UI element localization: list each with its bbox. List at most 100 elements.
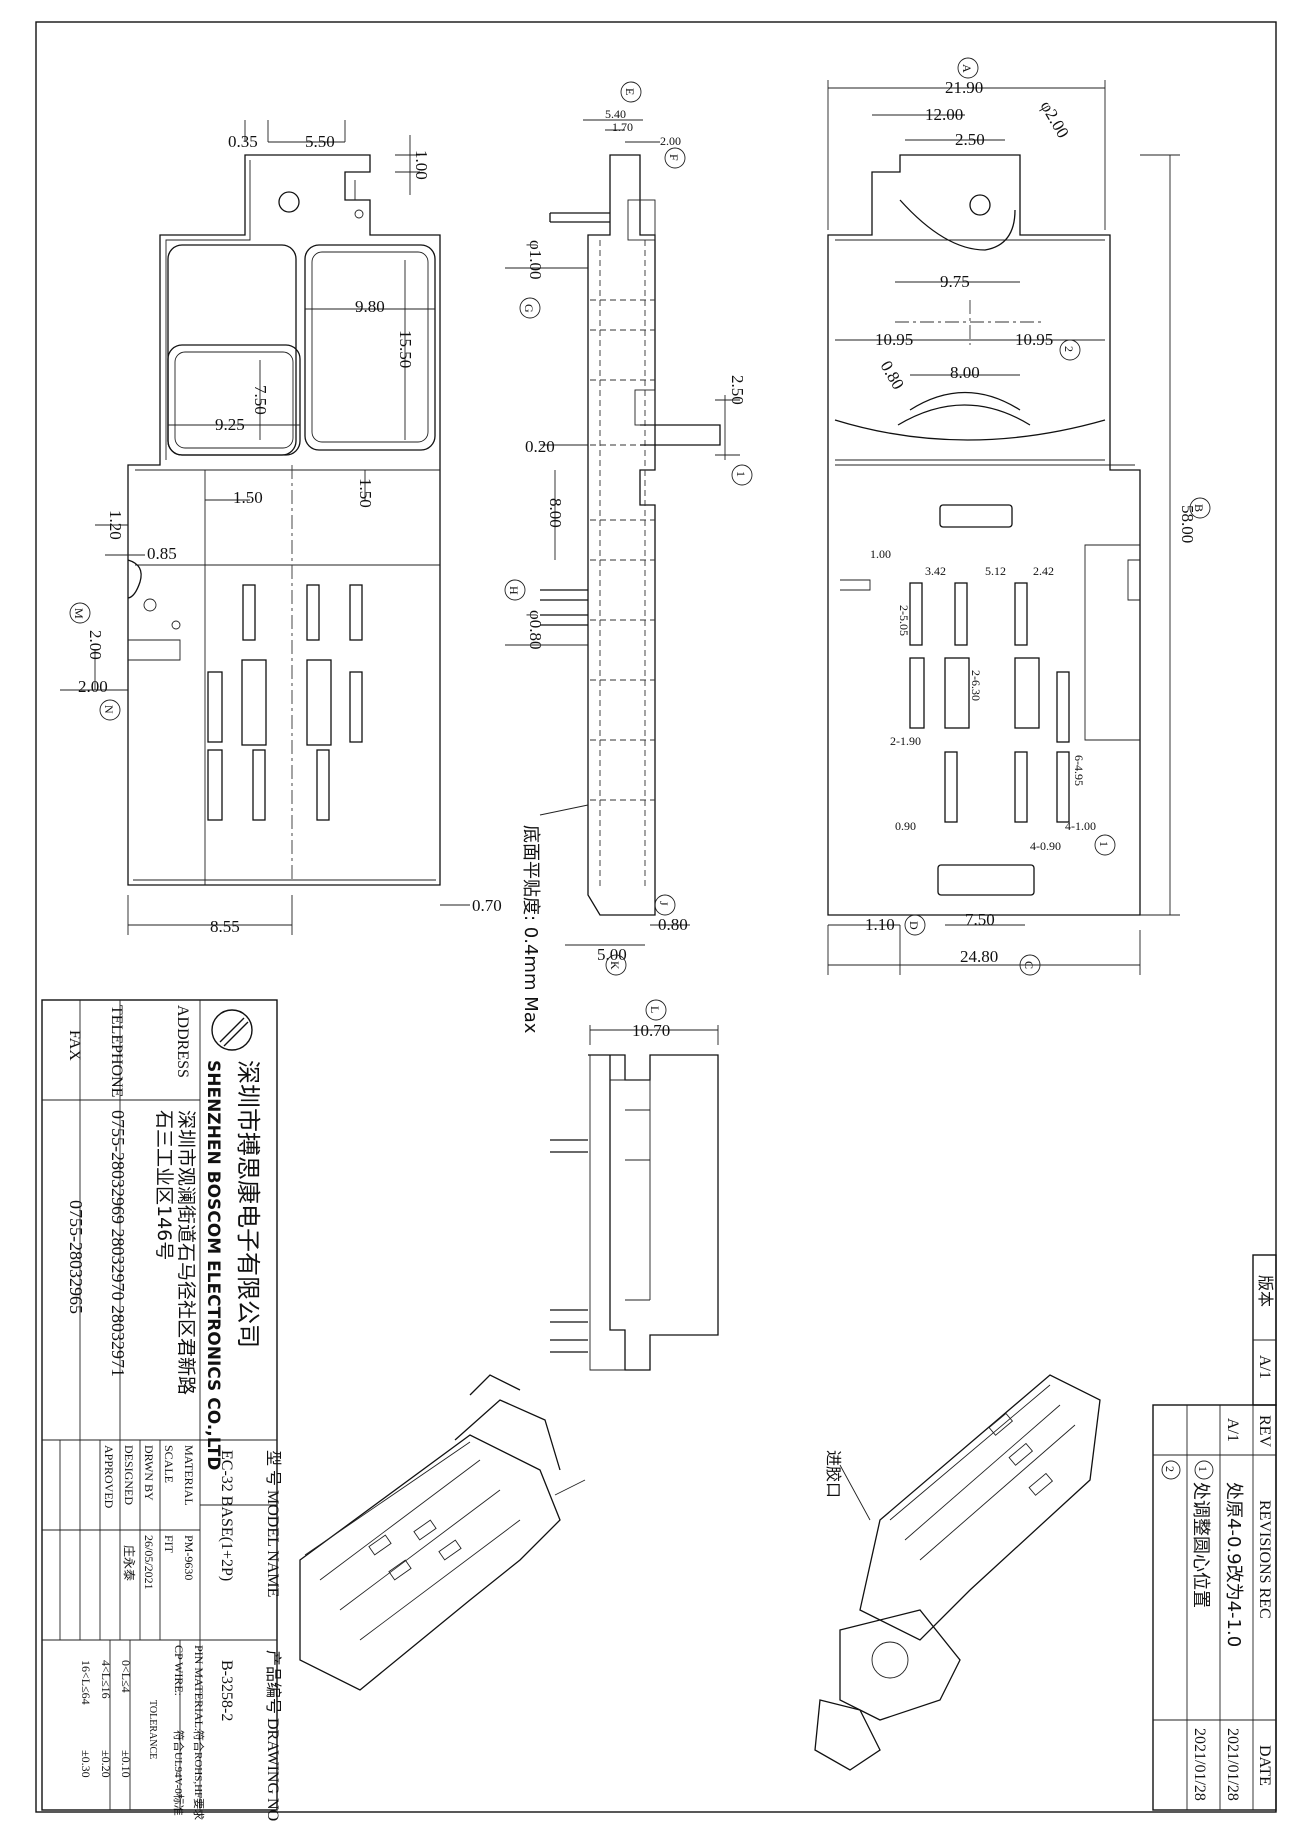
dim-2.42: 2.42 bbox=[1033, 564, 1054, 578]
balloon-K: K bbox=[608, 961, 622, 970]
side-outline bbox=[587, 154, 656, 916]
dim-10.70: 10.70 bbox=[632, 1021, 670, 1040]
hole-circle bbox=[278, 191, 300, 213]
dim-9.75: 9.75 bbox=[940, 272, 970, 291]
balloon-1-back: 1 bbox=[1097, 841, 1111, 847]
model-name-value: EC-32 BASE(1+2P) bbox=[218, 1450, 235, 1581]
dim-8.00-side: 8.00 bbox=[546, 498, 565, 528]
tol-value-3: ±0.30 bbox=[79, 1750, 93, 1778]
dim-7.50-back: 7.50 bbox=[965, 910, 995, 929]
company-logo bbox=[211, 1009, 253, 1051]
dim-5.50: 5.50 bbox=[305, 132, 335, 151]
dim-2-1.90: 2-1.90 bbox=[890, 734, 921, 748]
side-pins-low bbox=[540, 589, 588, 626]
material-label: MATERIAL bbox=[182, 1445, 196, 1506]
revision-block: 版本 A/1 REV REVISIONS REC DATE A/1 1 处原4-… bbox=[1152, 1254, 1277, 1811]
dim-1.20: 1.20 bbox=[106, 510, 125, 540]
dim-2-5.05: 2-5.05 bbox=[897, 605, 911, 636]
rev-row1-balloon: 1 bbox=[1196, 1466, 1210, 1472]
dim-phi2.00: φ2.00 bbox=[1037, 98, 1073, 142]
dim-7.50: 7.50 bbox=[251, 385, 270, 415]
dim-5.00: 5.00 bbox=[597, 945, 627, 964]
dim-0.85: 0.85 bbox=[147, 544, 177, 563]
rev-row1-date: 2021/01/28 bbox=[1224, 1728, 1241, 1801]
balloon-G: G bbox=[522, 304, 536, 313]
iso-view-right: 进胶口 bbox=[814, 1374, 1101, 1771]
dim-0.20: 0.20 bbox=[525, 437, 555, 456]
balloon-A: A bbox=[960, 64, 974, 73]
date-label: DATE bbox=[1256, 1745, 1273, 1786]
address-line2: 石三工业区146号 bbox=[153, 1110, 175, 1260]
dim-1.50-b: 1.50 bbox=[356, 478, 375, 508]
designed-label: DESIGNED bbox=[122, 1445, 136, 1505]
dim-1.50-a: 1.50 bbox=[233, 488, 263, 507]
scale-label: SCALE bbox=[162, 1445, 176, 1483]
side-pin-top bbox=[549, 212, 610, 223]
dim-10.95-a: 10.95 bbox=[875, 330, 913, 349]
dim-2.00-side: 2.00 bbox=[660, 134, 681, 148]
drwn-label: DRWN BY bbox=[142, 1445, 156, 1501]
dim-5.40: 5.40 bbox=[605, 107, 626, 121]
balloon-F: F bbox=[667, 154, 681, 161]
balloon-J: J bbox=[657, 901, 671, 906]
balloon-N: N bbox=[102, 705, 116, 714]
tol-value-2: ±0.20 bbox=[99, 1750, 113, 1778]
dim-phi1.00: φ1.00 bbox=[526, 240, 545, 280]
rev-row1-desc: 处原4-0.9改为4-1.0 bbox=[1223, 1482, 1244, 1647]
company-name-en: SHENZHEN BOSCOM ELECTRONICS CO.,LTD bbox=[203, 1060, 223, 1470]
gate-note: 进胶口 bbox=[824, 1450, 843, 1498]
side-pin-mid bbox=[640, 424, 721, 446]
telephone-label: TELEPHONE bbox=[108, 1005, 125, 1097]
telephone-value: 0755-28032969 28032970 28032971 bbox=[108, 1110, 128, 1377]
material-value: PM-9630 bbox=[182, 1535, 196, 1580]
dim-12.00: 12.00 bbox=[925, 105, 963, 124]
drawing-border bbox=[35, 21, 1277, 1813]
dim-5.12: 5.12 bbox=[985, 564, 1006, 578]
dim-4-0.90: 4-0.90 bbox=[1030, 839, 1061, 853]
back-slots bbox=[909, 582, 1070, 823]
back-cradle bbox=[899, 199, 1016, 251]
scale-value: FIT bbox=[162, 1535, 176, 1554]
drawing-no-value: B-3258-2 bbox=[218, 1660, 235, 1721]
dim-6-4.95: 6-4.95 bbox=[1072, 755, 1086, 786]
bottom-pins bbox=[550, 1139, 588, 1353]
rev-header: REVISIONS REC bbox=[1256, 1500, 1273, 1619]
dim-0.90: 0.90 bbox=[895, 819, 916, 833]
cp-wire-value: 符合UL94V-0标准 bbox=[172, 1730, 186, 1816]
approved-label: APPROVED bbox=[102, 1445, 116, 1509]
rev-label: REV bbox=[1256, 1415, 1273, 1447]
cp-wire-label: CP WIRE: bbox=[172, 1645, 186, 1696]
dim-0.80-side: 0.80 bbox=[658, 915, 688, 934]
bottom-outline bbox=[588, 1054, 719, 1371]
dim-1.70: 1.70 bbox=[612, 120, 633, 134]
balloon-H: H bbox=[507, 586, 521, 595]
rev-row1-rev: A/1 bbox=[1224, 1418, 1241, 1442]
address-label: ADDRESS bbox=[174, 1005, 191, 1078]
dim-2.00-a: 2.00 bbox=[86, 630, 105, 660]
company-name-cn: 深圳市搏思康电子有限公司 bbox=[234, 1060, 262, 1348]
rev-row2-desc: 处调整圆心位置 bbox=[1190, 1482, 1211, 1608]
fax-label: FAX bbox=[66, 1030, 83, 1061]
back-hole bbox=[969, 194, 991, 216]
pin-material-value: 符合ROHS,HF要求 bbox=[192, 1730, 206, 1820]
flatness-note: 底面平贴度: 0.4mm Max bbox=[520, 825, 541, 1034]
pocket-right bbox=[304, 244, 436, 451]
rev-row2-date: 2021/01/28 bbox=[1191, 1728, 1208, 1801]
back-top-window bbox=[939, 504, 1013, 528]
dim-2.50-side: 2.50 bbox=[728, 375, 747, 405]
bottom-view: 10.70 L bbox=[550, 999, 719, 1371]
designed-value: 庄永泰 bbox=[122, 1545, 137, 1581]
tol-range-3: 16<L≤64 bbox=[79, 1660, 93, 1705]
dim-2.50-back: 2.50 bbox=[955, 130, 985, 149]
dim-phi0.80: φ0.80 bbox=[526, 610, 545, 650]
front-view: 0.35 5.50 9.80 9.25 1.50 0.85 2.00 8.55 … bbox=[60, 120, 502, 936]
model-name-label: 型 号 MODEL NAME bbox=[264, 1450, 282, 1597]
dim-9.80: 9.80 bbox=[355, 297, 385, 316]
dim-3.42: 3.42 bbox=[925, 564, 946, 578]
dim-9.25: 9.25 bbox=[215, 415, 245, 434]
fax-value: 0755-28032965 bbox=[66, 1200, 86, 1314]
pin-material-label: PIN MATERIAL: bbox=[192, 1645, 206, 1731]
dim-2.00-b: 2.00 bbox=[78, 677, 108, 696]
title-block: 深圳市搏思康电子有限公司 SHENZHEN BOSCOM ELECTRONICS… bbox=[41, 999, 282, 1821]
